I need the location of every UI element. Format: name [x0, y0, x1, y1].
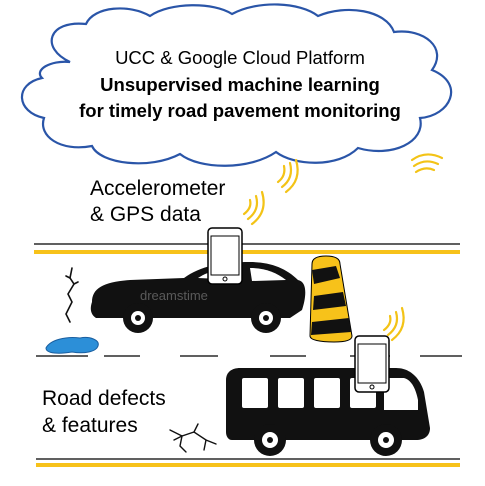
sensor-label: Accelerometer: [90, 177, 226, 200]
smartphone-icon: [207, 227, 243, 285]
cloud-subtitle: Unsupervised machine learning: [100, 74, 380, 95]
sensor-label-2: & GPS data: [90, 203, 201, 226]
speed-bump-icon: [309, 255, 353, 343]
smartphone-icon: [354, 335, 390, 393]
defects-label-2: & features: [42, 414, 138, 437]
cloud-title: UCC & Google Cloud Platform: [115, 47, 365, 68]
crack-icon: [65, 267, 79, 323]
puddle-icon: [45, 337, 99, 354]
cloud-icon: [20, 3, 453, 167]
cloud-subtitle-2: for timely road pavement monitoring: [79, 100, 401, 121]
wifi-icon: [382, 306, 405, 342]
wifi-icon: [242, 190, 265, 226]
wifi-icon: [276, 158, 299, 194]
wifi-icon: [410, 153, 444, 174]
car-icon: [90, 262, 306, 333]
watermark: dreamstime: [140, 288, 208, 303]
road: [34, 243, 462, 467]
bus-icon: [226, 368, 430, 456]
crack-icon: [169, 423, 217, 453]
defects-label: Road defects: [42, 387, 166, 410]
